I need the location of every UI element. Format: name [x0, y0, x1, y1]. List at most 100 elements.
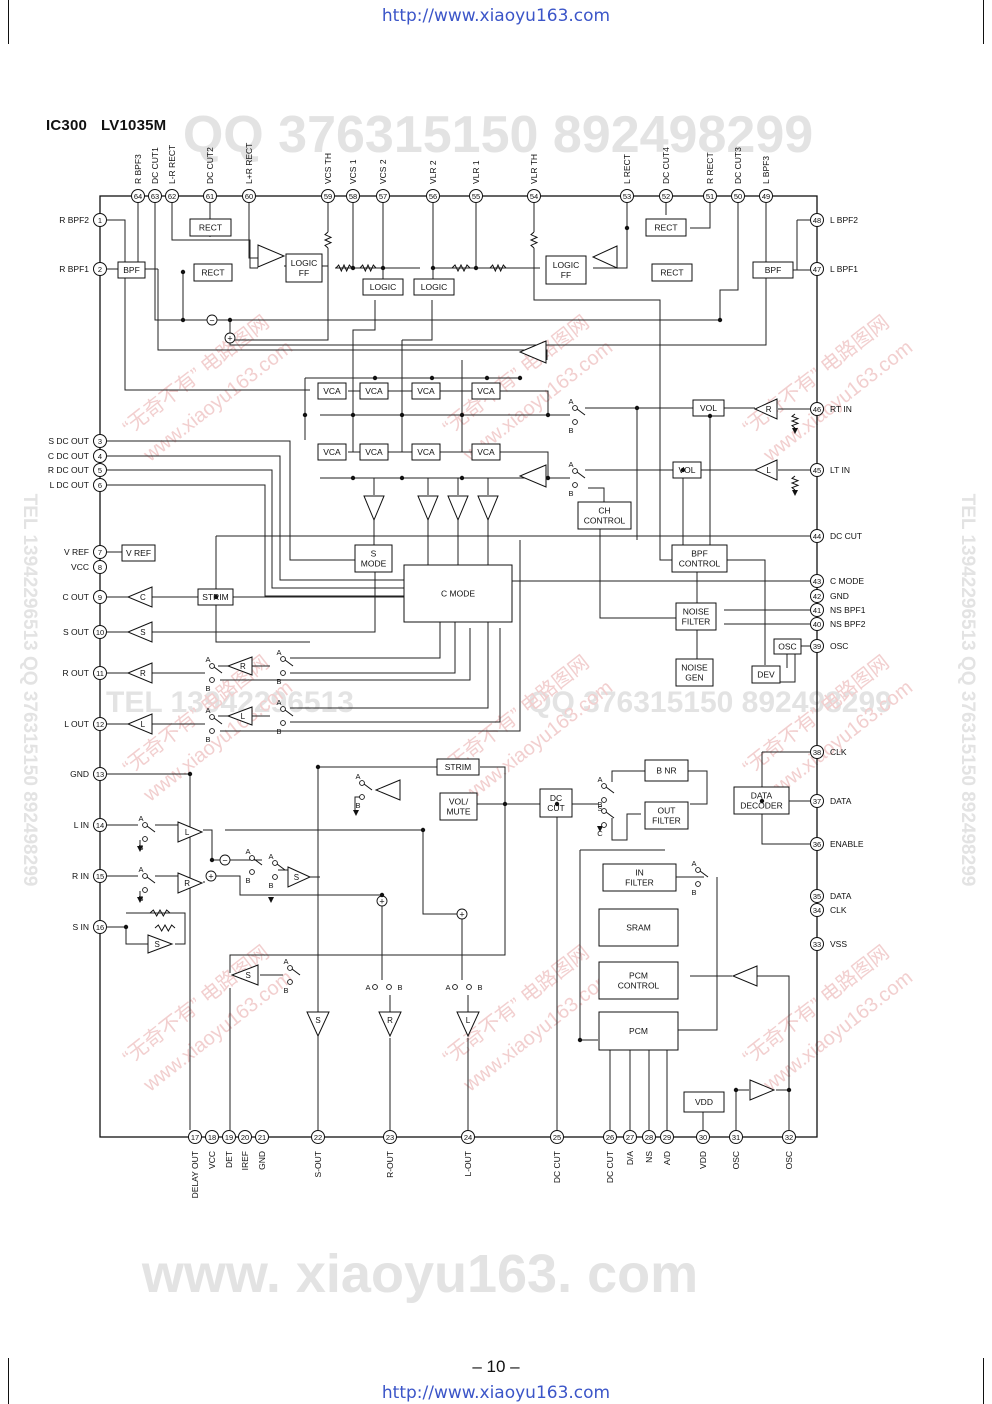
junction-dot — [350, 265, 356, 271]
noise-gen-block-label: NOISE — [681, 663, 708, 673]
pin-16-number: 16 — [96, 923, 104, 932]
pin-48 — [810, 213, 824, 227]
pin-30-name: VDD — [698, 1151, 708, 1169]
switch-rt-select — [576, 408, 586, 416]
junction-dot — [459, 412, 465, 418]
vca-output-amp-4 — [477, 495, 499, 522]
pin-6-name: L DC OUT — [50, 480, 89, 490]
pin-3 — [93, 434, 107, 448]
junction-dot — [517, 375, 523, 381]
switch-terminal — [209, 714, 215, 720]
pin-55-number: 55 — [472, 192, 480, 201]
pin-54-name: VLR TH — [529, 154, 539, 184]
junction-dot — [213, 594, 219, 600]
resistor — [335, 263, 353, 273]
pin-38 — [810, 745, 824, 759]
pcm-block-label: PCM — [629, 1026, 648, 1036]
pin-26-name: DC CUT — [605, 1151, 615, 1183]
resistor — [451, 263, 471, 273]
bpf-block-left-channel — [752, 261, 794, 279]
pin-58-number: 58 — [349, 192, 357, 201]
switch-label-a: A — [276, 698, 281, 707]
junction-dot — [380, 265, 386, 271]
pin-31-name: OSC — [731, 1151, 741, 1169]
signal-wire — [776, 1089, 790, 1130]
r-out-select-amp — [226, 656, 253, 676]
sram-block-label: SRAM — [626, 923, 651, 933]
switch-label-a: A — [691, 859, 696, 868]
vca-block-2 — [359, 382, 389, 400]
pin-17 — [188, 1130, 202, 1144]
vca-block-8-label: VCA — [477, 447, 495, 457]
crop-mark-bottom-right-v — [983, 1358, 984, 1404]
switch-label-b: B — [355, 801, 360, 810]
vca-block-4 — [471, 382, 501, 400]
vca-feedback-amp-lower — [518, 464, 547, 488]
switch-terminal — [372, 984, 378, 990]
vca-block-7 — [411, 443, 441, 461]
pin-59-number: 59 — [324, 192, 332, 201]
watermark-url-bottom: www. xiaoyu163. com — [141, 1244, 698, 1304]
switch-out-a-0: A — [365, 983, 370, 992]
vca-block-3-label: VCA — [417, 386, 435, 396]
page-number: – 10 – — [472, 1357, 520, 1376]
pin-2-number: 2 — [98, 265, 102, 274]
switch-terminal — [209, 728, 215, 734]
junction-dot — [180, 317, 186, 323]
resistor — [359, 263, 377, 273]
pin-24-name: L-OUT — [463, 1151, 473, 1177]
vca-block-2-label: VCA — [365, 386, 383, 396]
logic-ff-block-left-label: FF — [299, 268, 309, 278]
pin-10-number: 10 — [96, 628, 104, 637]
switch-terminal — [142, 822, 148, 828]
v-ref-block — [121, 544, 156, 562]
pin-58 — [346, 189, 360, 203]
pin-52 — [659, 189, 673, 203]
noise-gen-block-label: GEN — [685, 673, 703, 683]
pin-49-number: 49 — [762, 192, 770, 201]
pin-37-number: 37 — [813, 797, 821, 806]
source-url-bottom[interactable]: http://www.xiaoyu163.com — [381, 1383, 611, 1403]
clock-input-inverter — [731, 965, 758, 987]
signal-wire — [352, 300, 376, 340]
switch-l-out — [213, 717, 223, 725]
vca-block-1-label: VCA — [323, 386, 341, 396]
switch-terminal — [601, 783, 607, 789]
signal-wire — [593, 202, 628, 269]
switch-r-out-inner — [284, 659, 294, 667]
pin-28-number: 28 — [645, 1133, 653, 1142]
switch-lt-select — [576, 471, 586, 479]
pin-24-number: 24 — [464, 1133, 472, 1142]
switch-l-out-inner — [284, 709, 294, 717]
sum-node-sum — [224, 332, 236, 344]
switch-label-a: A — [205, 655, 210, 664]
pin-47-number: 47 — [813, 265, 821, 274]
vca-block-6-label: VCA — [365, 447, 383, 457]
pin-61-name: DC CUT2 — [205, 147, 215, 184]
switch-out-b-0: B — [397, 983, 402, 992]
vol-block-left — [672, 461, 702, 479]
signal-wire — [727, 559, 766, 665]
switch-label-b: B — [568, 426, 573, 435]
v-ref-block-label: V REF — [126, 548, 151, 558]
wiring-layer — [107, 202, 810, 1130]
switch-terminal — [572, 419, 578, 425]
junction-dot — [209, 857, 215, 863]
signal-wire — [171, 202, 258, 269]
switch-label-a: A — [245, 847, 250, 856]
junction-dot — [717, 317, 723, 323]
switch-label-b: B — [205, 735, 210, 744]
pin-16-name: S IN — [72, 922, 89, 932]
pin-38-name: CLK — [830, 747, 847, 757]
source-url-top[interactable]: http://www.xiaoyu163.com — [381, 6, 611, 26]
switch-terminal — [601, 822, 607, 828]
pin-28 — [642, 1130, 656, 1144]
rect-block-left-bottom — [193, 263, 233, 282]
pin-7 — [93, 545, 107, 559]
vca-block-3 — [411, 382, 441, 400]
sum-node-difference — [206, 314, 218, 326]
pin-25 — [550, 1130, 564, 1144]
pin-45 — [810, 463, 824, 477]
